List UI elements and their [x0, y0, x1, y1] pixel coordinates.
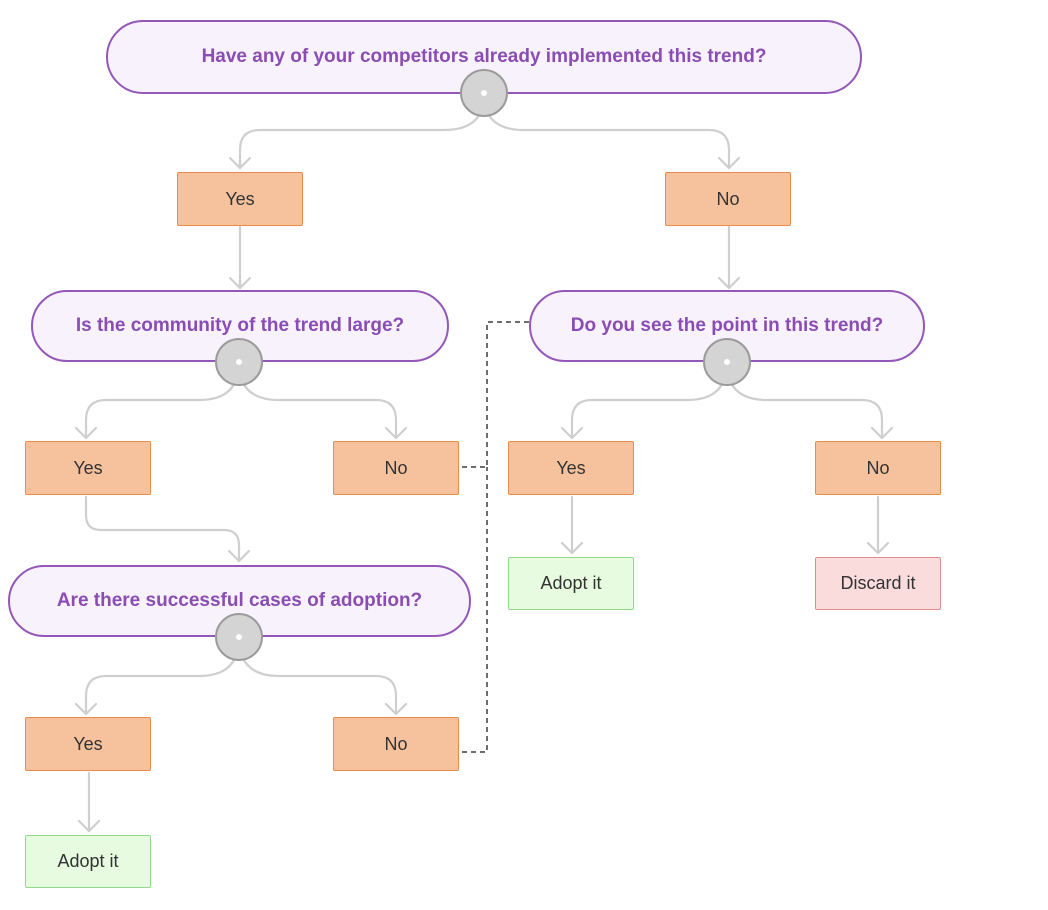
question-community-label: Is the community of the trend large?: [75, 315, 405, 336]
branch-handle-q2[interactable]: [215, 338, 263, 386]
answer-q4-no: No: [333, 717, 459, 771]
arrowheads: [74, 156, 894, 833]
result-adopt-bottom: Adopt it: [25, 835, 151, 888]
question-successful-cases-label: Are there successful cases of adoption?: [56, 590, 423, 611]
answer-q1-yes: Yes: [177, 172, 303, 226]
connector-q3-no: [725, 361, 884, 440]
answer-q3-yes: Yes: [508, 441, 634, 495]
answer-q1-no-label: No: [716, 188, 740, 209]
answer-q2-no: No: [333, 441, 459, 495]
answer-q2-yes-label: Yes: [73, 457, 103, 478]
connector-yes-q4: [84, 495, 241, 563]
result-discard-label: Discard it: [840, 573, 916, 593]
connector-q1-yes: [238, 93, 486, 170]
connector-q4-no: [237, 636, 398, 716]
question-competitors-label: Have any of your competitors already imp…: [201, 46, 767, 67]
result-discard: Discard it: [815, 557, 941, 610]
branch-handle-q4[interactable]: [215, 613, 263, 661]
answer-q1-yes-label: Yes: [225, 188, 255, 209]
connector-q1-no: [482, 93, 731, 170]
result-adopt-right: Adopt it: [508, 557, 634, 610]
branch-handle-q1[interactable]: [460, 69, 508, 117]
question-see-point: Do you see the point in this trend?: [529, 290, 925, 362]
answer-q3-no: No: [815, 441, 941, 495]
answer-q4-yes-label: Yes: [73, 733, 103, 754]
answer-q3-no-label: No: [866, 457, 890, 478]
answer-q3-yes-label: Yes: [556, 457, 586, 478]
answer-q4-yes: Yes: [25, 717, 151, 771]
connector-q4-yes: [84, 636, 241, 716]
answer-q1-no: No: [665, 172, 791, 226]
question-see-point-label: Do you see the point in this trend?: [570, 315, 884, 336]
result-adopt-bottom-label: Adopt it: [57, 851, 119, 871]
connector-q3-yes: [570, 361, 729, 440]
connector-q2-yes: [84, 361, 241, 440]
connector-q2-no: [237, 361, 398, 440]
answer-q2-yes: Yes: [25, 441, 151, 495]
answer-q2-no-label: No: [384, 457, 408, 478]
result-adopt-right-label: Adopt it: [540, 573, 602, 593]
answer-q4-no-label: No: [384, 733, 408, 754]
dashed-connector-no-to-q3: [462, 321, 530, 468]
branch-handle-q3[interactable]: [703, 338, 751, 386]
